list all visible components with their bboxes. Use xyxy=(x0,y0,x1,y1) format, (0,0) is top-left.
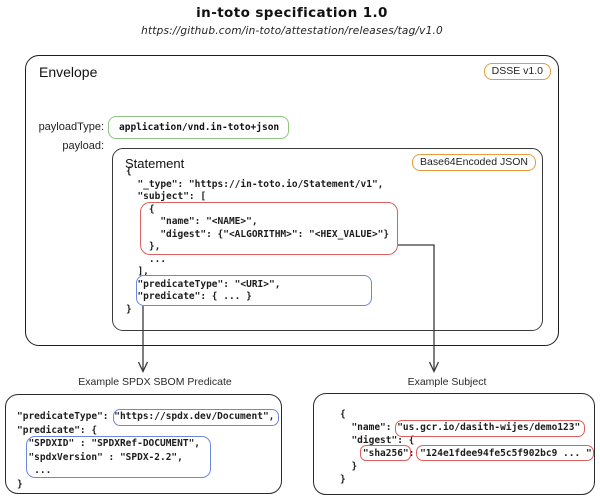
statement-box: Statement Base64Encoded JSON xyxy=(112,148,543,331)
payload-type-value-box: application/vnd.in-toto+json xyxy=(108,116,289,139)
statement-label: Statement xyxy=(125,156,185,171)
subject-arrowhead-icon xyxy=(428,361,440,374)
page-title: in-toto specification 1.0 xyxy=(196,5,388,21)
example-subject-label: Example Subject xyxy=(407,376,487,388)
example-subject-json-code: { "name": "us.gcr.io/dasith-wijes/demo12… xyxy=(340,409,592,485)
page-subtitle: https://github.com/in-toto/attestation/r… xyxy=(141,25,443,37)
payload-label: payload: xyxy=(62,140,104,152)
example-predicate-label: Example SPDX SBOM Predicate xyxy=(78,376,232,388)
predicate-arrowhead-icon xyxy=(137,361,149,374)
dsse-version-badge: DSSE v1.0 xyxy=(483,63,551,80)
payload-type-label: payloadType: xyxy=(38,121,104,133)
statement-json-code: { "_type": "https://in-toto.io/Statement… xyxy=(126,166,390,315)
base64-encoded-badge: Base64Encoded JSON xyxy=(412,154,536,171)
envelope-label: Envelope xyxy=(39,64,98,80)
example-subject-box xyxy=(313,393,595,495)
example-predicate-json-code: "predicateType": "https://spdx.dev/Docum… xyxy=(17,411,275,490)
